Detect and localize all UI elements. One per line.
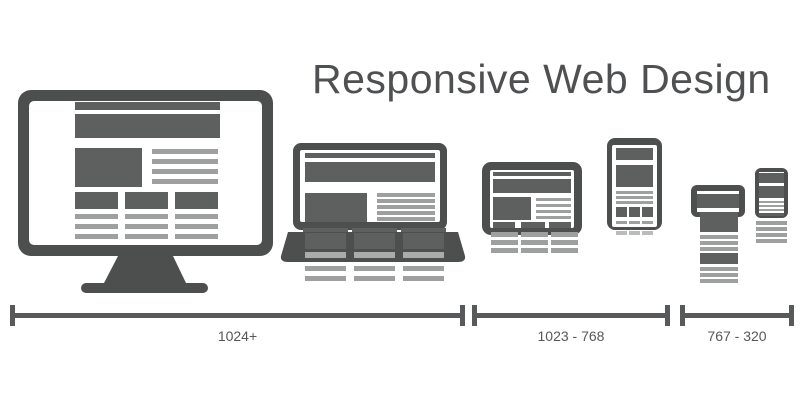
page-title: Responsive Web Design <box>312 56 771 102</box>
ruler-label-phone: 767 - 320 <box>707 328 767 344</box>
ruler-segment-tablet: 1023 - 768 <box>472 305 670 350</box>
ruler-endcap <box>460 305 465 326</box>
ruler-endcap <box>680 305 685 326</box>
ruler-line <box>684 313 790 318</box>
ruler-segment-phone: 767 - 320 <box>680 305 794 350</box>
tablet-landscape-icon <box>480 160 585 260</box>
tablet-portrait-icon <box>605 136 665 238</box>
ruler-segment-desktop: 1024+ <box>10 305 465 350</box>
ruler-endcap <box>10 305 15 326</box>
ruler-line <box>14 313 461 318</box>
smartphone-small-icon <box>753 166 795 246</box>
ruler-line <box>476 313 666 318</box>
smartphone-large-icon <box>689 183 749 285</box>
ruler-endcap <box>665 305 670 326</box>
ruler-endcap <box>789 305 794 326</box>
width-ruler: 1024+ 1023 - 768 767 - 320 <box>0 305 800 350</box>
ruler-label-desktop: 1024+ <box>217 328 258 344</box>
laptop-icon <box>278 140 468 285</box>
ruler-label-tablet: 1023 - 768 <box>537 328 605 344</box>
desktop-monitor-icon <box>10 88 280 293</box>
ruler-endcap <box>472 305 477 326</box>
